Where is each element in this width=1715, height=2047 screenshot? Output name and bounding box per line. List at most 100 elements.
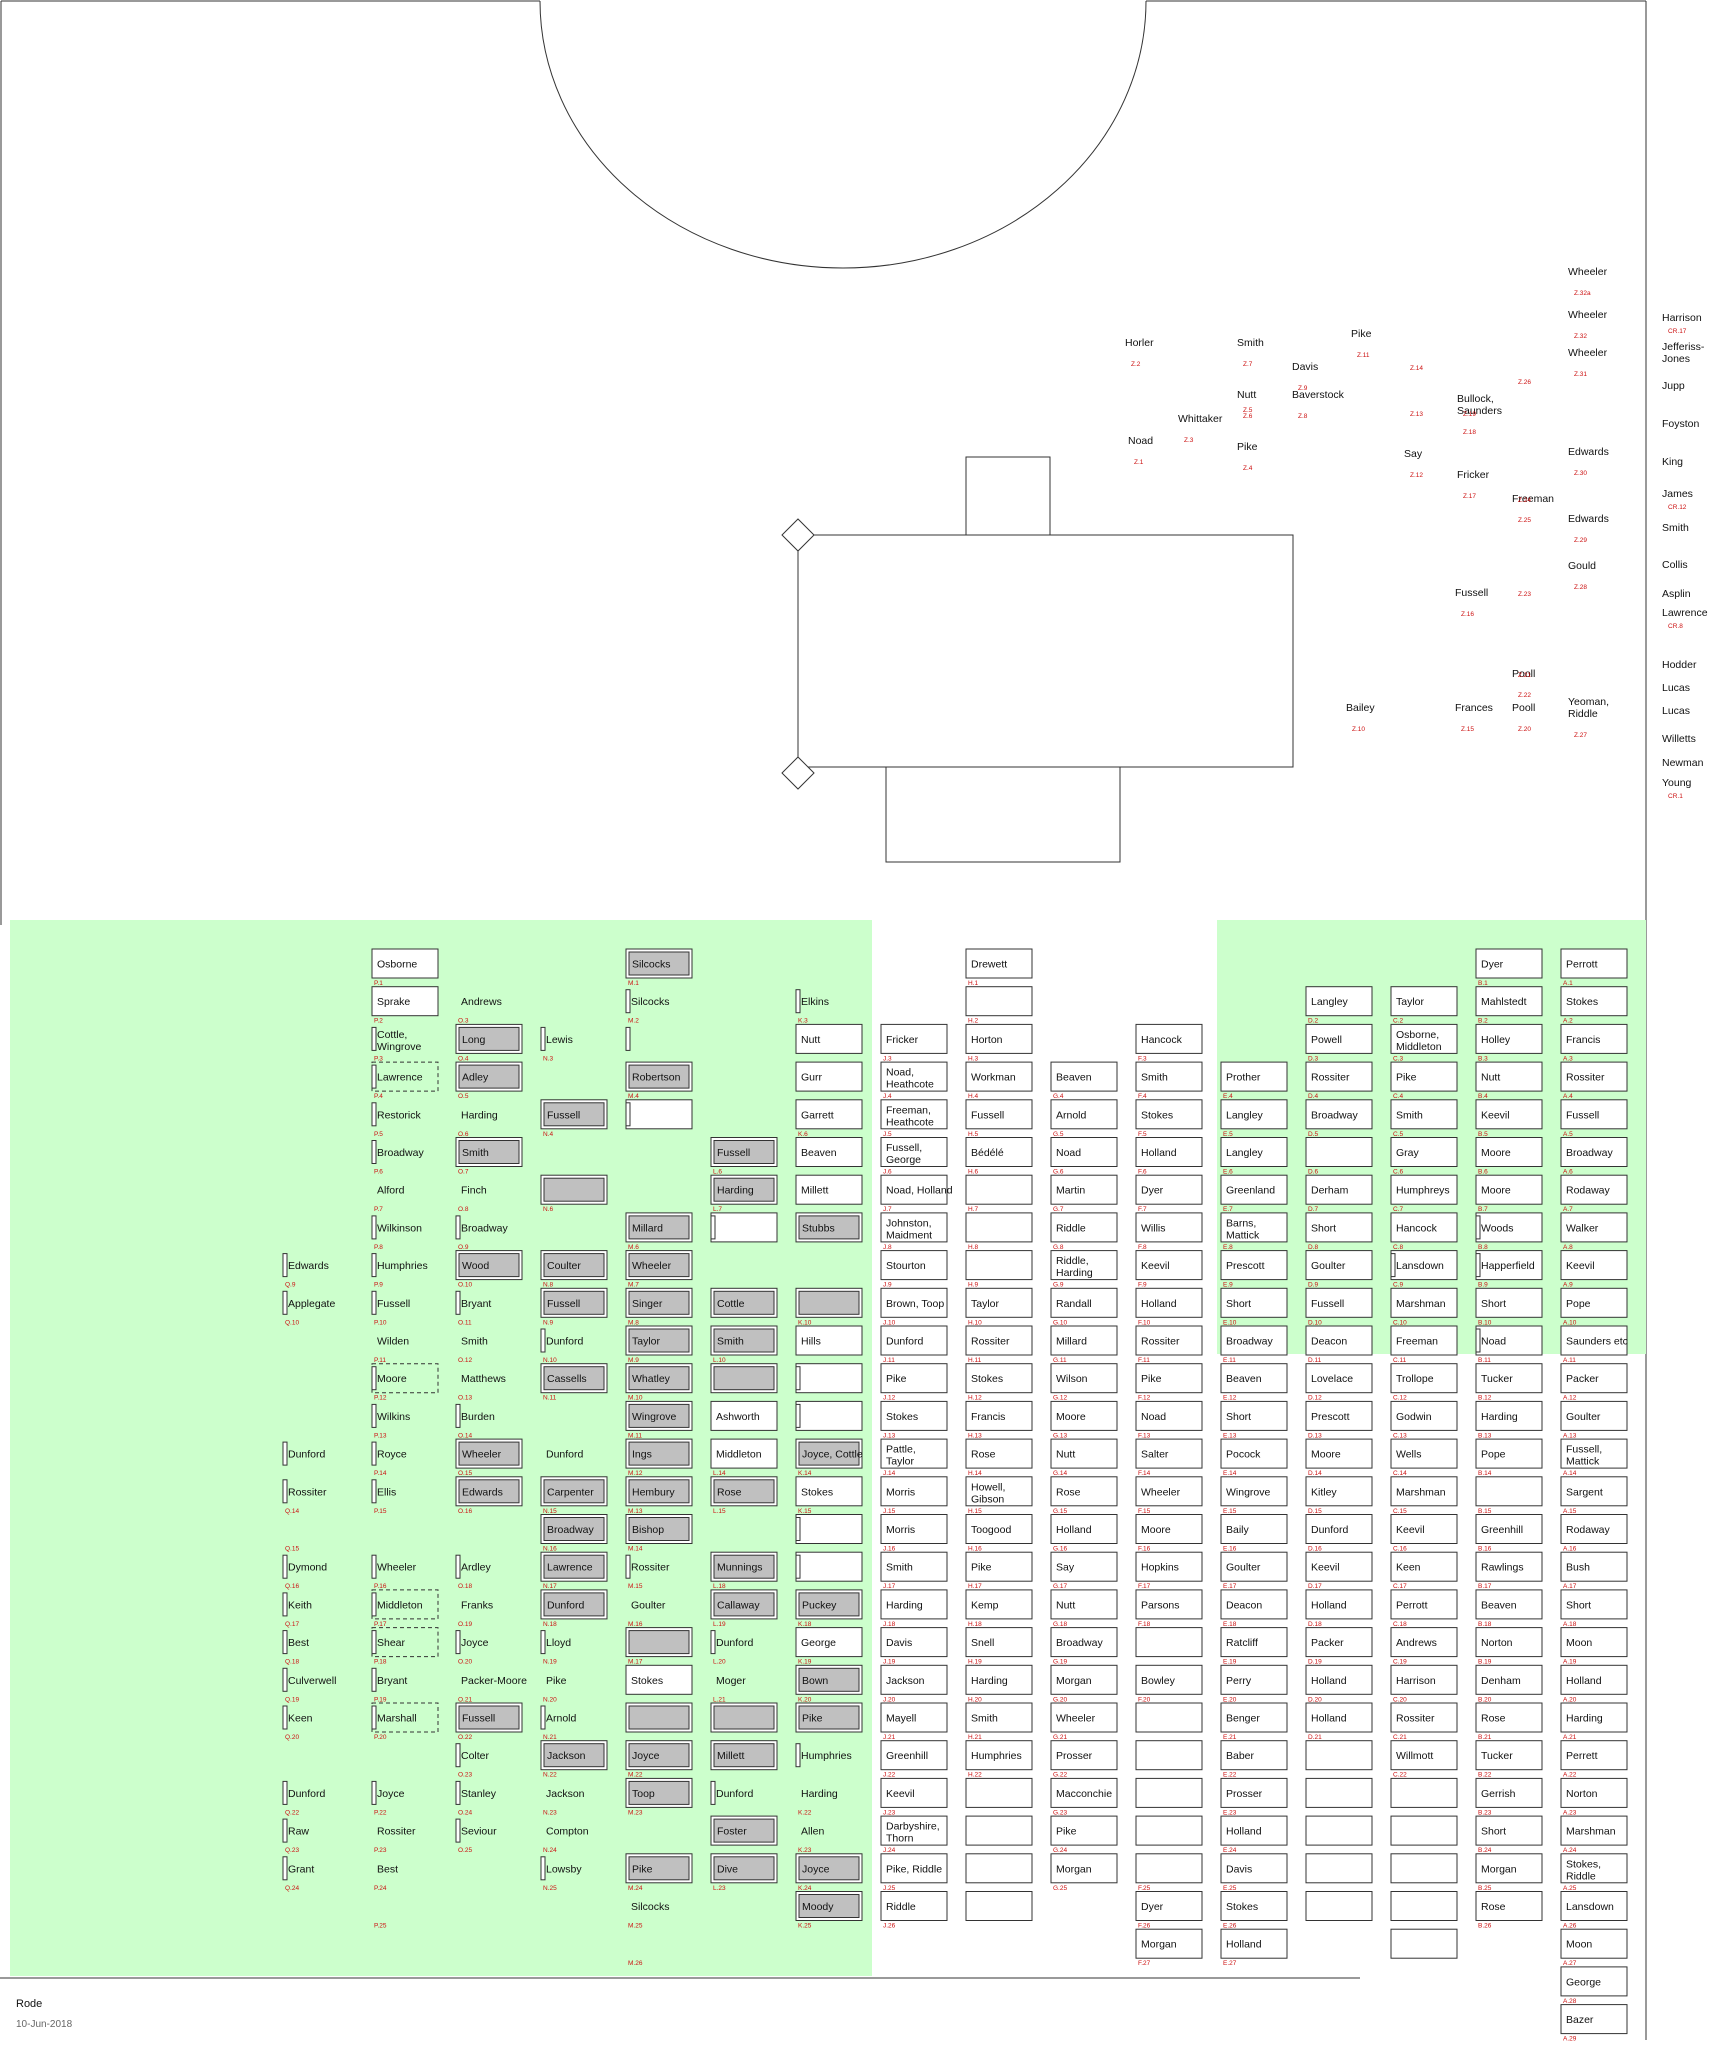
grave-plot[interactable] <box>1135 1815 1203 1846</box>
grave-plot[interactable]: H.9 <box>965 1250 1033 1289</box>
cr-grave[interactable]: Jefferiss-Jones <box>1662 341 1705 365</box>
grave-plot[interactable]: Dunford <box>546 1449 584 1461</box>
z-grave[interactable]: Z.23 <box>1518 591 1531 598</box>
grave-plot[interactable]: Dunford <box>710 1780 754 1805</box>
grave-plot[interactable]: Cottle <box>710 1287 778 1318</box>
z-grave[interactable]: Z.24 <box>1518 497 1531 504</box>
grave-plot[interactable] <box>1135 1702 1203 1733</box>
grave-plot[interactable] <box>965 1891 1033 1921</box>
cr-grave[interactable]: Foyston <box>1662 418 1700 430</box>
grave-plot[interactable]: Foster <box>710 1815 778 1846</box>
grave-plot[interactable] <box>625 1099 693 1130</box>
grave-plot[interactable] <box>1390 1853 1458 1884</box>
grave-plot[interactable] <box>710 1212 778 1243</box>
grave-plot[interactable] <box>1305 1740 1373 1771</box>
grave-plot[interactable] <box>795 1400 863 1431</box>
grave-plot[interactable]: Dunford <box>282 1441 326 1466</box>
grave-plot[interactable]: Millett <box>710 1740 778 1771</box>
